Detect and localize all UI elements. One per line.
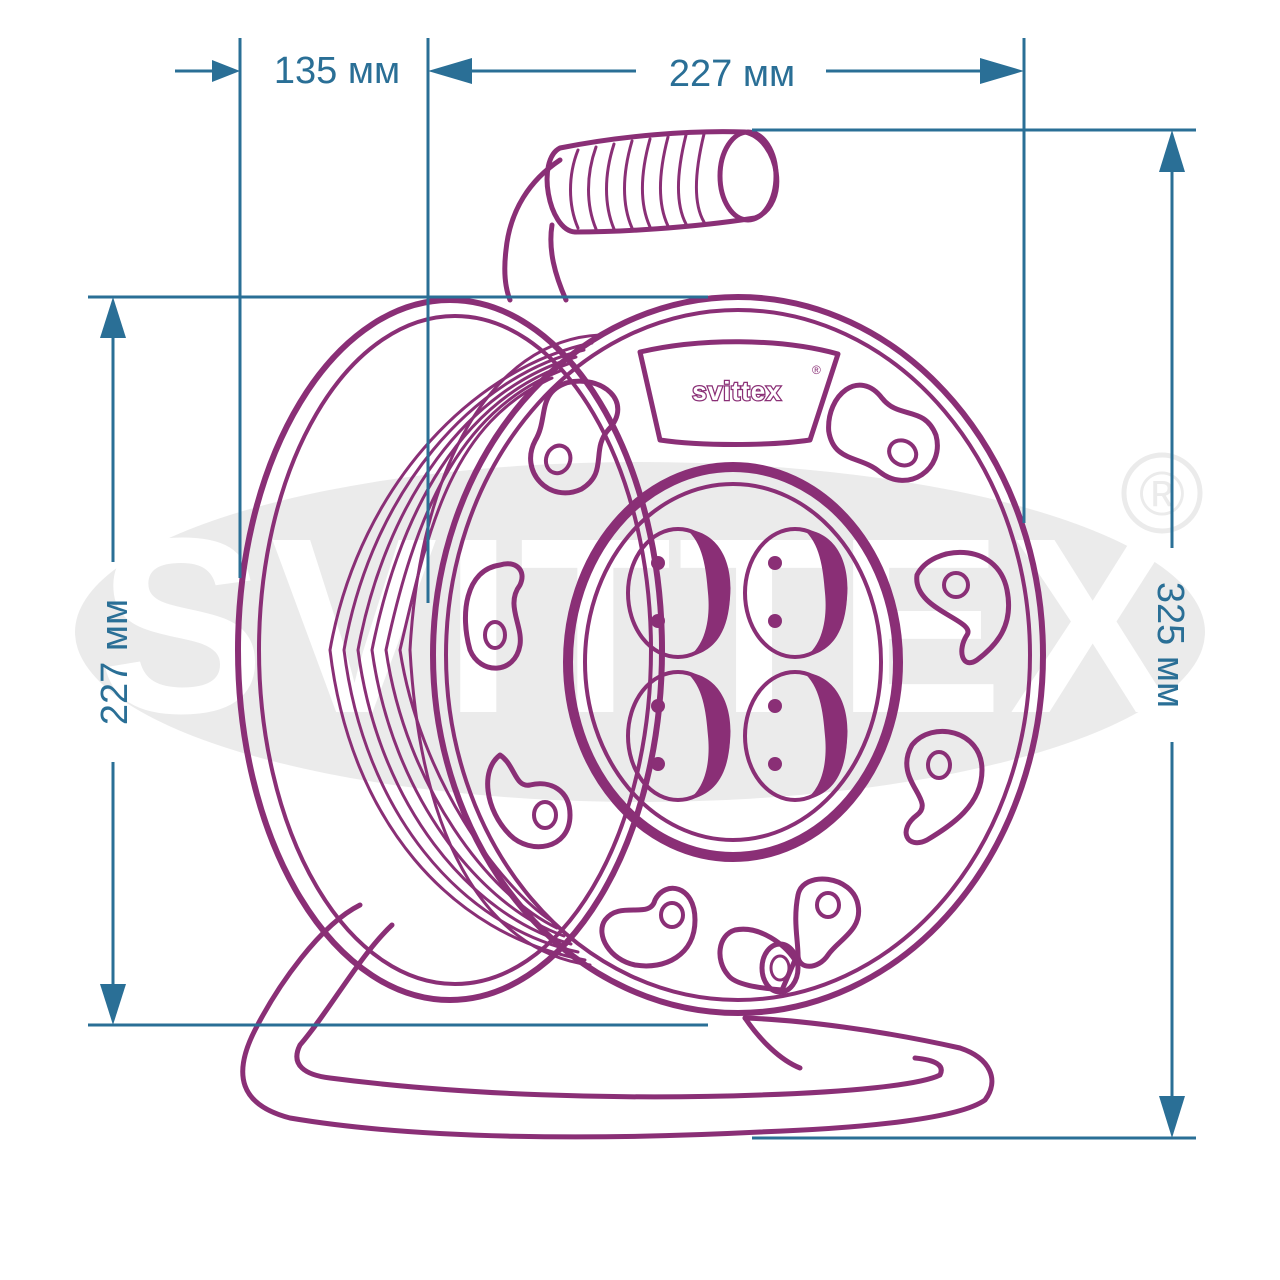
dimension-label-handle-offset: 135 мм bbox=[274, 50, 400, 92]
cable-clip-icon bbox=[528, 378, 621, 496]
cable-clips bbox=[462, 378, 1011, 969]
cable-clip-icon bbox=[485, 752, 573, 850]
socket-hub bbox=[563, 462, 903, 862]
cable-clip-icon bbox=[599, 885, 698, 969]
reel-drum bbox=[328, 333, 602, 967]
reel-handle bbox=[502, 129, 780, 303]
crank-knob bbox=[717, 926, 801, 995]
cable-clip-icon bbox=[462, 561, 525, 671]
reel-back-flange bbox=[235, 297, 665, 1003]
reel-front-flange bbox=[430, 294, 1046, 1016]
cable-clip-icon bbox=[826, 382, 940, 483]
registered-mark: ® bbox=[812, 363, 821, 377]
socket-icon bbox=[626, 670, 731, 802]
reel-stand bbox=[240, 902, 995, 1140]
cable-clip-icon bbox=[914, 549, 1011, 665]
dimension-label-drum-diameter: 227 мм bbox=[94, 599, 136, 725]
socket-icon bbox=[743, 670, 848, 802]
brand-logo-plate: svittex ® bbox=[637, 339, 841, 447]
watermark-registered-icon: ® bbox=[1139, 460, 1185, 529]
brand-logo-text: svittex bbox=[692, 376, 781, 406]
dimension-lines bbox=[88, 38, 1196, 1140]
socket-icon bbox=[743, 527, 848, 659]
dimension-labels: 135 мм 227 мм 227 мм 325 мм bbox=[94, 50, 1191, 725]
cable-reel: svittex ® bbox=[235, 129, 1046, 1140]
watermark-registered-circle bbox=[1121, 452, 1203, 534]
socket-icon bbox=[626, 527, 731, 659]
dimension-label-drum-width: 227 мм bbox=[669, 53, 795, 95]
cable-clip-icon bbox=[793, 876, 862, 969]
sockets bbox=[626, 527, 848, 802]
dimension-label-total-height: 325 мм bbox=[1149, 582, 1191, 708]
cable-clip-icon bbox=[903, 728, 985, 846]
